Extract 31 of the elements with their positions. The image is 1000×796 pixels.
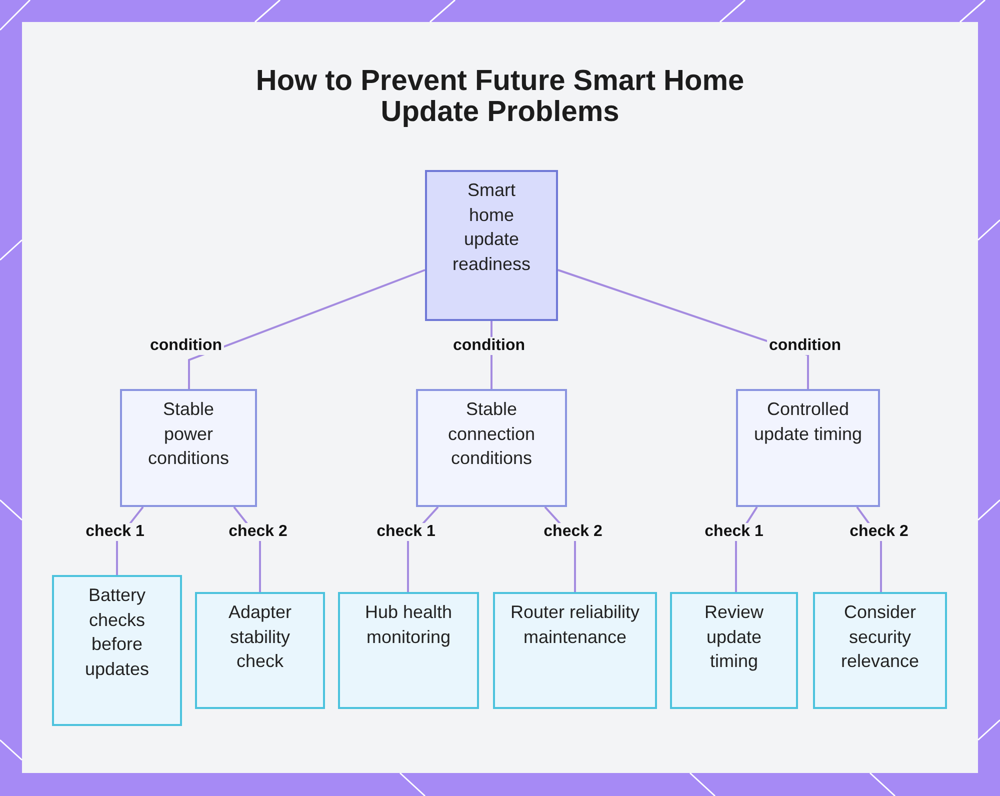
edge-label: check 1 xyxy=(374,523,438,541)
process-box xyxy=(52,575,182,726)
connector-line xyxy=(188,269,426,389)
node-text: Stable power conditions xyxy=(146,398,230,470)
process-box xyxy=(670,592,798,709)
node-text: Consider security relevance xyxy=(840,601,920,673)
process-box xyxy=(493,592,657,709)
node-text: Smart home update readiness xyxy=(452,179,531,276)
process-box xyxy=(813,592,947,709)
node-text: Controlled update timing xyxy=(752,398,864,446)
node-text: Review update timing xyxy=(703,601,765,673)
edge-label: check 2 xyxy=(226,523,290,541)
node-text: Adapter stability check xyxy=(227,601,293,673)
edge-label: check 1 xyxy=(702,523,766,541)
process-box xyxy=(736,389,880,507)
edge-label: check 2 xyxy=(848,523,910,541)
process-box xyxy=(195,592,325,709)
edge-label: check 1 xyxy=(84,523,146,541)
edge-label: check 2 xyxy=(542,523,604,541)
process-box xyxy=(416,389,567,507)
edge-label: condition xyxy=(451,337,527,355)
process-box xyxy=(338,592,479,709)
edge-label: condition xyxy=(767,337,843,355)
diagram-title: How to Prevent Future Smart Home Update Problems xyxy=(254,66,746,128)
node-text: Stable connection conditions xyxy=(446,398,536,470)
process-box xyxy=(120,389,257,507)
process-box xyxy=(425,170,558,321)
node-text: Router reliability maintenance xyxy=(509,601,641,648)
edge-label: condition xyxy=(148,337,224,355)
node-text: Battery checks before updates xyxy=(84,584,150,681)
node-text: Hub health monitoring xyxy=(364,601,454,649)
